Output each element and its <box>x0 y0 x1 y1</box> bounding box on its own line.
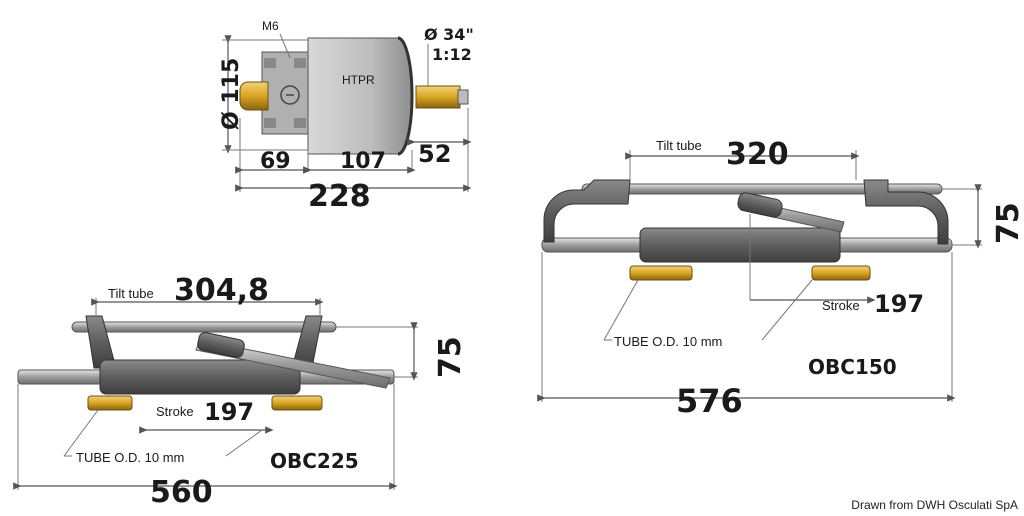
pump-dim-right: 52 <box>418 140 451 168</box>
pump-dim-total: 228 <box>308 179 371 214</box>
obc150-fitting-right <box>811 265 871 281</box>
obc225-tilt-value: 304,8 <box>174 273 269 308</box>
brass-elbow <box>239 81 269 111</box>
obc150-height: 75 <box>991 202 1024 244</box>
obc225-tilt-tube <box>71 321 337 333</box>
obc225-stroke-value: 197 <box>204 398 254 426</box>
obc225-tube-label: TUBE O.D. 10 mm <box>76 450 184 465</box>
obc150-stroke-label: Stroke <box>822 298 860 313</box>
obc150-bracket-left <box>543 179 631 243</box>
obc150-bracket-right <box>863 179 949 245</box>
pump-body <box>307 37 413 155</box>
obc150-drawing: Tilt tube 320 75 Stroke 197 TUBE O.D. 10… <box>537 137 1024 420</box>
obc150-tilt-value: 320 <box>726 137 789 172</box>
obc150-total-length: 576 <box>676 382 743 420</box>
obc150-fitting-left <box>629 265 693 281</box>
pump-drawing: HTPR M6 Ø 115 Ø 34" 1:12 69 107 52 228 <box>219 19 474 214</box>
pump-shaft <box>415 85 461 109</box>
obc225-cylinder <box>99 359 301 395</box>
obc225-total-length: 560 <box>150 475 213 510</box>
obc225-height: 75 <box>433 336 468 378</box>
bolt-icon <box>294 118 306 128</box>
shaft-taper-dim: 1:12 <box>432 45 472 64</box>
pump-dim-middle: 107 <box>340 149 386 174</box>
obc225-model-name: OBC225 <box>270 449 359 473</box>
bolt-icon <box>264 118 276 128</box>
obc225-tilt-label: Tilt tube <box>108 286 154 301</box>
obc225-fitting-left <box>87 395 133 411</box>
obc225-fitting-right <box>271 395 323 411</box>
obc225-stroke-label: Stroke <box>156 404 194 419</box>
obc225-arm <box>195 339 391 389</box>
obc150-tilt-label: Tilt tube <box>656 138 702 153</box>
pump-dim-left: 69 <box>260 149 291 174</box>
pump-label: HTPR <box>342 73 375 87</box>
obc150-stroke-value: 197 <box>874 290 924 318</box>
obc150-cylinder <box>639 227 841 263</box>
credit-text: Drawn from DWH Osculati SpA <box>851 498 1018 512</box>
valve-icon <box>280 85 300 105</box>
bolt-icon <box>264 58 276 68</box>
obc150-model-name: OBC150 <box>808 355 897 379</box>
bolt-icon <box>294 58 306 68</box>
shaft-diameter-dim: Ø 34" <box>424 25 474 44</box>
obc225-drawing: Tilt tube 304,8 75 Stroke 197 TUBE O.D. … <box>13 273 468 510</box>
obc150-tube-label: TUBE O.D. 10 mm <box>614 334 722 349</box>
bolt-size-label: M6 <box>262 19 279 33</box>
pump-diameter-dim: Ø 115 <box>219 58 244 130</box>
